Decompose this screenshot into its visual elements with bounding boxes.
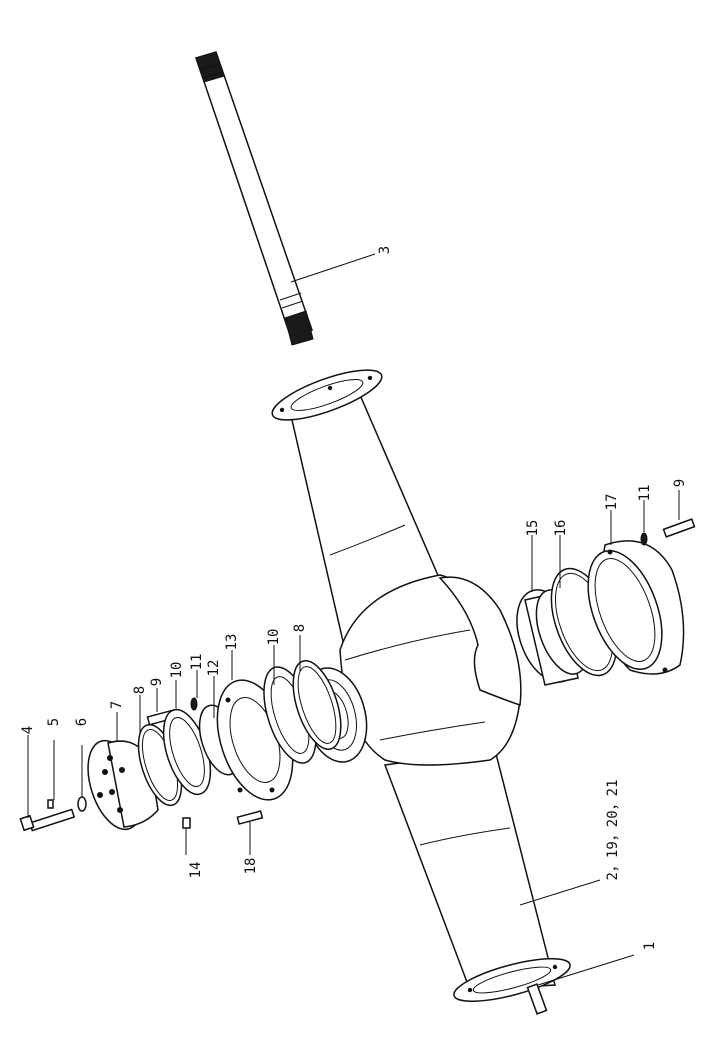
callout-8-left: 8 xyxy=(132,686,148,694)
callout-14: 14 xyxy=(188,862,204,879)
callout-3: 3 xyxy=(377,246,393,254)
callout-18: 18 xyxy=(243,858,259,875)
callout-10-right: 10 xyxy=(266,629,282,646)
callout-labels: 3 1 2，19，20，21 4 5 6 7 8 9 10 11 12 13 1… xyxy=(20,246,688,950)
callout-11-left: 11 xyxy=(189,654,205,671)
callout-2-19-20-21: 2，19，20，21 xyxy=(605,779,621,880)
callout-16: 16 xyxy=(553,520,569,537)
right-assembly xyxy=(516,518,696,686)
half-shaft xyxy=(195,51,314,346)
left-assembly xyxy=(19,660,342,832)
callout-4: 4 xyxy=(20,726,36,734)
callout-8-right: 8 xyxy=(292,624,308,632)
leader-lines xyxy=(27,253,680,986)
callout-9-left: 9 xyxy=(149,678,165,686)
callout-13: 13 xyxy=(224,634,240,651)
callout-5: 5 xyxy=(46,718,62,726)
callout-1: 1 xyxy=(642,942,658,950)
callout-7: 7 xyxy=(109,701,125,709)
callout-12: 12 xyxy=(206,660,222,677)
callout-15: 15 xyxy=(525,520,541,537)
callout-9-right: 9 xyxy=(672,479,688,487)
callout-6: 6 xyxy=(74,718,90,726)
callout-17: 17 xyxy=(604,494,620,511)
stud xyxy=(526,983,548,1015)
callout-10-left: 10 xyxy=(169,662,185,679)
callout-11-right: 11 xyxy=(637,485,653,502)
